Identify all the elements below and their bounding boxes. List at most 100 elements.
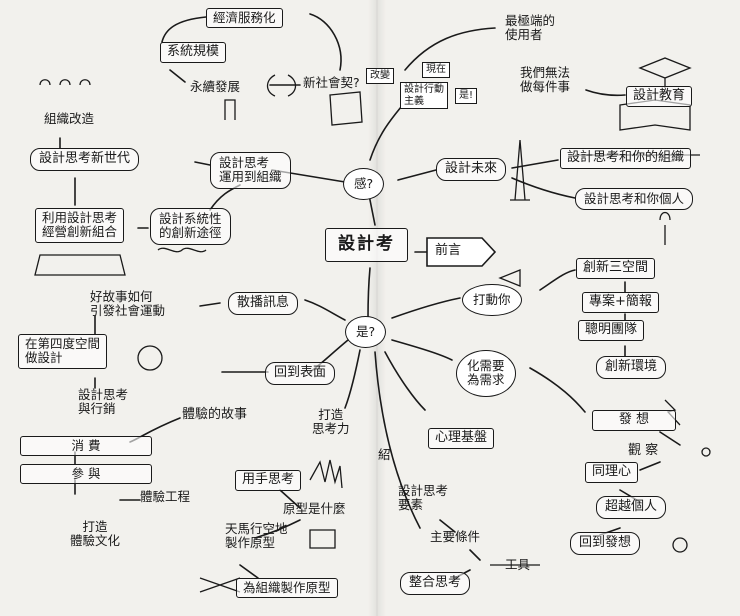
central-title: 設計考 <box>325 228 408 262</box>
connector-economic-scale <box>161 16 207 43</box>
connector-main-tools <box>469 549 481 561</box>
megaphone-icon <box>498 269 521 287</box>
node-org-prototype: 為組織製作原型 <box>236 578 338 599</box>
connector-proto-sky <box>254 519 301 539</box>
node-applied-org: 設計思考 運用到組織 <box>210 152 291 189</box>
node-cannot-do: 我們無法 做每件事 <box>520 65 571 95</box>
node-touch-you: 打動你 <box>462 284 522 317</box>
recycle-icon <box>266 74 297 97</box>
connector-yes-psych <box>384 351 426 411</box>
node-org-reform: 組織改造 <box>44 111 95 126</box>
node-sustainable: 永續發展 <box>190 79 241 94</box>
sign-change: 改變 <box>366 68 394 84</box>
node-innov-env: 創新環境 <box>596 356 667 379</box>
node-consume: 消 費 <box>20 436 152 457</box>
node-system-scale: 系統規模 <box>160 42 227 63</box>
sign-exclaim: 是! <box>455 88 478 104</box>
connector-move-extreme <box>404 27 496 71</box>
preface-arrow-shape <box>426 237 497 267</box>
hub-yes: 是? <box>345 316 387 349</box>
node-sky-horse: 天馬行空地 製作原型 <box>225 521 288 551</box>
node-new-gen: 設計思考新世代 <box>30 148 140 171</box>
node-main-conditions: 主要條件 <box>430 529 481 544</box>
node-extreme-users: 最極端的 使用者 <box>505 13 556 43</box>
connector-yes-main <box>374 351 421 529</box>
connector-needs-ideation <box>529 367 586 413</box>
factory-icon <box>224 99 236 120</box>
connector-cannot-edu <box>585 89 626 97</box>
connector-yes-needs <box>391 339 453 361</box>
connector-hands-proto <box>279 489 301 509</box>
node-integrated: 整合思考 <box>400 572 471 595</box>
node-build-mind: 打造 思考力 <box>312 407 350 437</box>
node-elements: 設計思考 要素 <box>398 483 449 513</box>
graduation-cap-icon <box>638 57 692 88</box>
sign-action-doctrine: 設計行動 主義 <box>400 82 448 109</box>
connector-sky-org <box>239 564 259 579</box>
node-back-ideation: 回到發想 <box>570 532 641 555</box>
node-dt-marketing: 設計思考 與行銷 <box>78 387 129 417</box>
camera-icon <box>309 529 336 549</box>
node-participate: 參 與 <box>20 464 152 485</box>
person-icon <box>659 211 671 245</box>
connector-yes-touch <box>391 297 461 319</box>
connector-systemic-applied <box>209 184 241 211</box>
connector-future-you <box>511 177 576 199</box>
node-beyond-personal: 超越個人 <box>596 496 667 519</box>
node-new-social: 新社會契? <box>303 75 360 90</box>
node-good-story: 好故事如何 引發社會運動 <box>90 289 166 319</box>
node-systemic-path: 設計系統性 的創新途徑 <box>150 208 231 245</box>
node-project-brief: 專案+簡報 <box>582 292 659 313</box>
node-build-culture: 打造 體驗文化 <box>70 519 121 549</box>
node-innovation-portfolio: 利用設計思考 經營創新組合 <box>35 208 125 243</box>
sign-now: 現在 <box>422 62 450 78</box>
connector-yes-spread <box>304 299 346 321</box>
node-spread-msg: 散播訊息 <box>228 292 299 315</box>
node-design-future: 設計未來 <box>436 158 507 181</box>
node-three-spaces: 創新三空間 <box>576 258 656 279</box>
node-observe: 觀 察 <box>628 443 659 458</box>
node-hands-think: 用手思考 <box>235 470 302 491</box>
connector-ideation-observe <box>659 431 681 446</box>
rocket-icon <box>510 139 530 201</box>
node-empathy: 同理心 <box>585 462 639 483</box>
preface-label: 前言 <box>435 243 462 258</box>
eyes-icon <box>701 447 711 457</box>
node-needs: 化需要 為需求 <box>456 350 516 397</box>
connector-center-yes <box>367 267 371 319</box>
connector-scale-sustain <box>169 69 186 83</box>
connector-observe-empathy <box>639 461 661 471</box>
node-tools: 工具 <box>505 557 531 572</box>
node-experience-story: 體驗的故事 <box>182 407 248 422</box>
connector-future-org <box>511 159 559 169</box>
node-ideation: 發 想 <box>592 410 676 431</box>
connector-move-future <box>397 169 437 181</box>
book-icon <box>34 254 126 276</box>
node-psych-base: 心理基盤 <box>428 428 495 449</box>
chain-icon <box>157 247 207 253</box>
node-economic: 經濟服務化 <box>206 8 283 29</box>
crowd-icon <box>39 79 91 86</box>
node-design-edu: 設計教育 <box>626 86 693 107</box>
node-surface: 回到表面 <box>265 362 336 385</box>
hub-move: 感? <box>343 168 385 201</box>
scissors-icon <box>199 577 241 593</box>
connector-move-action <box>369 101 406 161</box>
node-intro: 紹 <box>378 447 391 462</box>
contract-icon <box>329 91 363 126</box>
clock-icon <box>137 345 163 371</box>
node-dt-and-org: 設計思考和你的組織 <box>560 148 692 169</box>
connector-social-economic <box>309 13 342 71</box>
node-dt-and-you: 設計思考和你個人 <box>575 188 694 211</box>
node-smart-team: 聰明團隊 <box>578 320 645 341</box>
node-prototype-what: 原型是什麼 <box>283 501 346 516</box>
node-exp-engineering: 體驗工程 <box>140 489 191 504</box>
connector-touch-three <box>539 269 576 291</box>
connector-elements-main <box>439 519 456 533</box>
connector-spread-story <box>199 302 221 307</box>
node-fourth-dim: 在第四度空間 做設計 <box>18 334 108 369</box>
bulb-icon <box>672 537 688 553</box>
hand-icon <box>309 459 343 489</box>
